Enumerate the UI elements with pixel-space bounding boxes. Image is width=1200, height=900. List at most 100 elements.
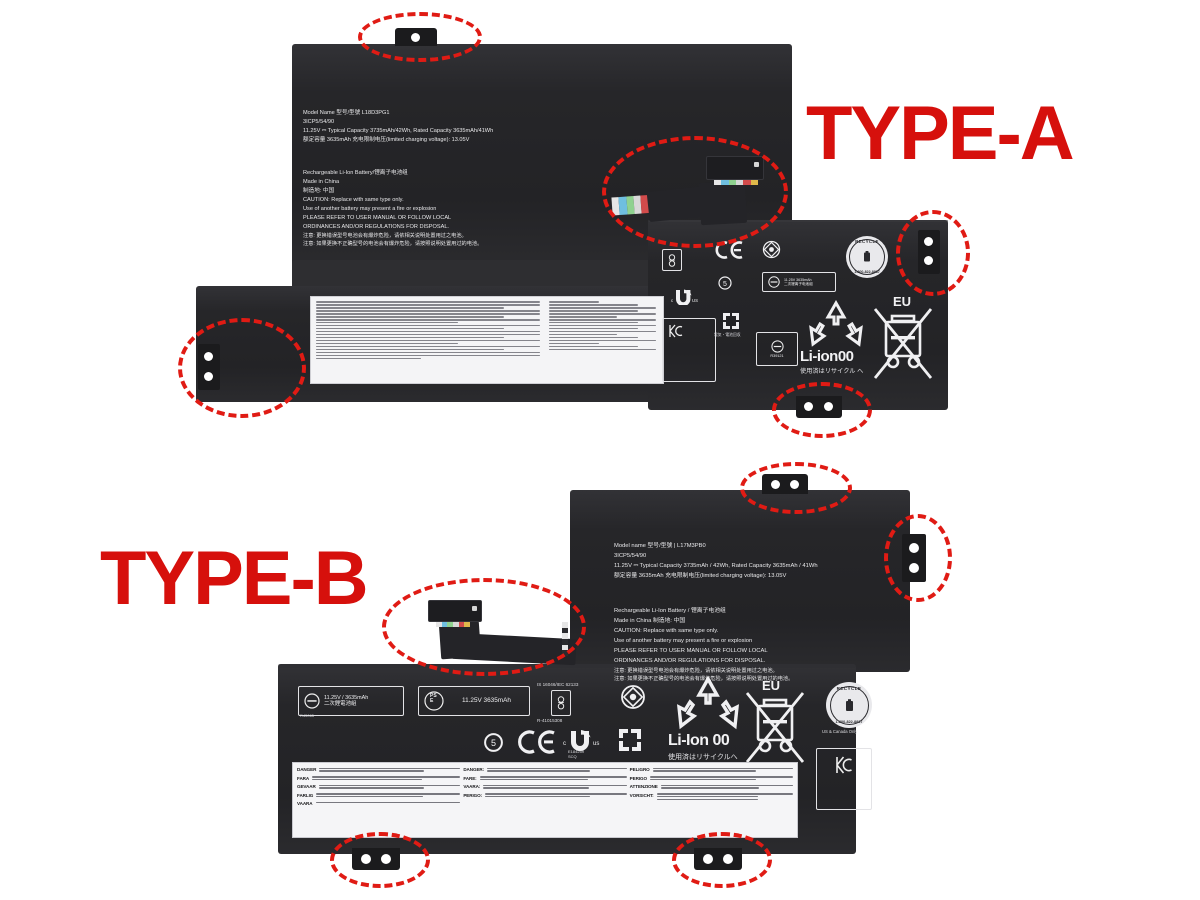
type-a-jp-note: 電気・電池回収 xyxy=(714,333,741,337)
battery-circle-icon xyxy=(770,340,784,353)
danger-row: DANGER: xyxy=(463,767,627,772)
danger-key: PELIGRO xyxy=(629,767,650,772)
type-b-ul-file: E184259 SCQ xyxy=(568,749,585,759)
danger-row: DANGER xyxy=(297,767,461,772)
type-b-model-line: Model name 型号/型號 | L17M3PB0 xyxy=(614,543,706,549)
type-a-right-tab xyxy=(918,230,940,274)
type-b-top-tab xyxy=(762,474,808,494)
type-b-title: TYPE-B xyxy=(100,536,369,621)
danger-key: FARE: xyxy=(463,775,477,781)
type-b-caution-1: Rechargeable Li-Ion Battery / 锂离子电池组 xyxy=(614,608,726,614)
type-b-recycle-badge-top: RECYCLE xyxy=(836,685,862,691)
danger-key: FARLIG xyxy=(297,792,314,798)
type-a-multilingual-label xyxy=(310,296,664,384)
danger-key: GEVAAR xyxy=(297,784,316,789)
danger-key: VAARA: xyxy=(463,784,481,789)
danger-key: DANGER: xyxy=(463,767,485,772)
type-b-li-ion-text: Li-Ion 00 xyxy=(668,732,730,749)
danger-key: ATTENZIONE xyxy=(629,784,658,789)
type-b-bis-icon xyxy=(551,690,571,716)
danger-row: PERIGO: xyxy=(463,793,627,798)
danger-key: FARA xyxy=(297,775,310,781)
type-b-is-standard: IS 16046/IEC 62133 xyxy=(537,682,579,687)
type-b-cell-bevel xyxy=(278,664,856,668)
type-a-capacity-line: 11.25V ⎓ Typical Capacity 3735mAh/42Wh, … xyxy=(303,128,494,134)
type-b-caution-6: ORDINANCES AND/OR REGULATIONS FOR DISPOS… xyxy=(614,658,766,664)
svg-text:c: c xyxy=(563,741,566,747)
type-a-caution-8: 注意: 更换错误型号电池会有爆炸危险，请依相关说明处置用过之电池。 xyxy=(303,233,467,239)
danger-key: VAARA xyxy=(297,801,313,806)
type-b-connector-wires xyxy=(436,618,471,627)
type-a-connector xyxy=(706,156,764,180)
svg-text:5: 5 xyxy=(491,738,496,748)
type-b-caution-3: CAUTION: Replace with same type only. xyxy=(614,628,719,634)
danger-row: ATTENZIONE xyxy=(630,784,793,789)
type-a-recycle-badge-phone: 1-800-822-8837 xyxy=(854,270,880,274)
type-a-caution-6: PLEASE REFER TO USER MANUAL OR FOLLOW LO… xyxy=(303,215,452,221)
svg-text:c: c xyxy=(671,298,674,303)
danger-row: VAARA xyxy=(297,801,461,806)
type-a-cable-body xyxy=(698,180,748,226)
danger-key: DANGER xyxy=(297,767,317,772)
svg-text:5: 5 xyxy=(723,281,727,288)
type-b-right-tab xyxy=(902,534,926,582)
type-b-pse-box: PS E 11.25V 3635mAh xyxy=(418,686,530,716)
danger-row: VAARA: xyxy=(463,784,627,789)
type-a-india-bis-icon xyxy=(662,249,682,271)
type-b-eu-text: EU xyxy=(762,678,781,693)
svg-text:us: us xyxy=(593,741,599,747)
type-a-caution-1: Rechargeable Li-Ion Battery/锂离子电池组 xyxy=(303,170,408,176)
danger-key: VORSICHT: xyxy=(629,792,654,798)
type-a-kc-box xyxy=(662,318,716,382)
type-b-caution-7: 注意: 更换错误型号电池会有爆炸危险，请依相关说明处置用过之电池。 xyxy=(614,668,778,674)
type-a-recycle-badge-top: RECYCLE xyxy=(855,239,879,244)
type-a-voltage-badge-text: 11.25V 3635mAh 二次锂离子电池组 xyxy=(784,277,813,286)
type-a-caution-9: 注意: 如果更换不正确型号的电池会有爆炸危险，请按照说明处置用过的电池。 xyxy=(303,241,483,247)
type-b-cell-code: 3ICP5/54/90 xyxy=(614,553,647,559)
type-a-model-line: Model Name 型号/型號 L18D3PG1 xyxy=(303,110,390,116)
kc-icon xyxy=(669,324,683,338)
type-a-jp-recycle-icon xyxy=(722,312,740,330)
type-b-pse-text: 11.25V 3635mAh xyxy=(462,697,511,705)
type-b-rohs-circle-icon: 5 xyxy=(484,733,503,752)
type-a-caution-5: Use of another battery may present a fir… xyxy=(303,206,437,212)
danger-row: FARLIG xyxy=(297,792,461,798)
type-b-recycle-badge-phone: 1-800-822-8837 xyxy=(835,720,863,724)
type-a-cell-code: 3ICP5/54/90 xyxy=(303,119,335,125)
type-b-caution-2: Made in China 制造地: 中国 xyxy=(614,618,686,624)
type-a-bottom-tab xyxy=(796,396,842,418)
type-b-danger-label: DANGER FARA GEVAAR FARLIG VAARA DANGER: … xyxy=(292,762,798,838)
type-b-recycle-badge: RECYCLE 1-800-822-8837 xyxy=(826,682,872,728)
type-b-upper-board xyxy=(570,490,910,672)
danger-row: PERIGO xyxy=(630,776,793,781)
type-a-recycle-badge: RECYCLE 1-800-822-8837 xyxy=(846,236,888,278)
type-a-recycling-target-icon xyxy=(762,240,781,259)
battery-glyph-icon xyxy=(864,251,870,262)
type-b-bottom-right-tab xyxy=(694,848,742,870)
type-b-bsmi-text: 11.25V / 3635mAh 二次鋰電池組 xyxy=(324,694,369,707)
danger-row: GEVAAR xyxy=(297,784,461,789)
type-b-recycle-arrows-icon xyxy=(672,676,744,734)
type-a-caution-7: ORDINANCES AND/OR REGULATIONS FOR DISPOS… xyxy=(303,224,449,230)
type-b-caution-4: Use of another battery may present a fir… xyxy=(614,638,753,644)
danger-key: PERIGO xyxy=(629,775,647,781)
type-a-voltage-badge: 11.25V 3635mAh 二次锂离子电池组 xyxy=(762,272,836,292)
danger-column: PELIGRO PERIGO ATTENZIONE VORSICHT: xyxy=(630,767,793,833)
type-a-right-board-bevel xyxy=(648,220,948,222)
type-b-kc-box xyxy=(816,748,872,810)
battery-circle-icon xyxy=(304,693,320,709)
type-a-rohs-number-box: R39121 xyxy=(756,332,798,366)
danger-row: PELIGRO xyxy=(630,767,793,772)
type-b-is-number: R-41015308 xyxy=(537,718,563,723)
type-b-connector xyxy=(428,600,482,622)
type-b-pse-label: PS E xyxy=(430,693,437,705)
type-a-capacity-line-cn: 额定容量 3635mAh 充电限制电压(limited charging vol… xyxy=(303,137,470,143)
type-a-caution-3: 制造地: 中国 xyxy=(303,188,335,194)
type-a-li-ion-jp-text: 使用済はリサイクル へ xyxy=(800,368,864,375)
type-b-li-ion-jp-text: 使用済はリサイクルへ xyxy=(668,754,738,761)
danger-row: FARA xyxy=(297,775,461,781)
type-b-caution-8: 注意: 如果更换不正确型号的电池会有爆炸危险，请按照说明处置用过的电池。 xyxy=(614,676,794,682)
type-a-ul-icon: c US xyxy=(666,288,700,305)
type-b-recycling-target-icon xyxy=(620,684,646,710)
